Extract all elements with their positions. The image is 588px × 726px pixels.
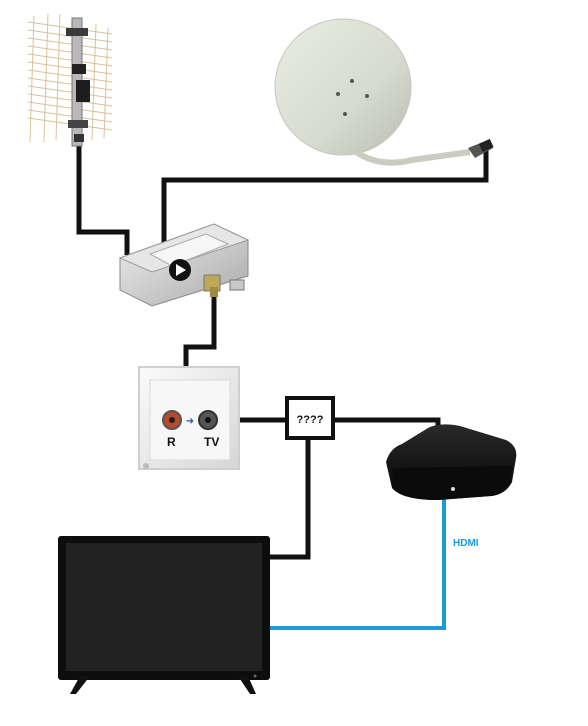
combiner-to-socket-cable — [183, 292, 217, 372]
hdmi-cable — [268, 494, 446, 630]
television-icon — [58, 536, 270, 694]
wall-socket-icon: ➜ R TV — [138, 366, 240, 470]
svg-text:➜: ➜ — [186, 416, 194, 427]
hdmi-label: HDMI — [453, 538, 479, 549]
socket-r-label: R — [167, 435, 176, 449]
diplexer-icon — [118, 223, 250, 307]
cables — [76, 140, 489, 630]
dish-cable — [161, 150, 489, 245]
unknown-device-box: ???? — [285, 396, 335, 440]
terrestrial-antenna-icon — [27, 13, 113, 147]
set-top-box-icon — [386, 424, 517, 500]
socket-tv-label: TV — [204, 435, 219, 449]
unknown-box-label: ???? — [297, 414, 324, 426]
satellite-dish-icon — [274, 18, 494, 166]
box-to-tv-cable — [268, 438, 311, 560]
antenna-cable — [76, 140, 130, 255]
